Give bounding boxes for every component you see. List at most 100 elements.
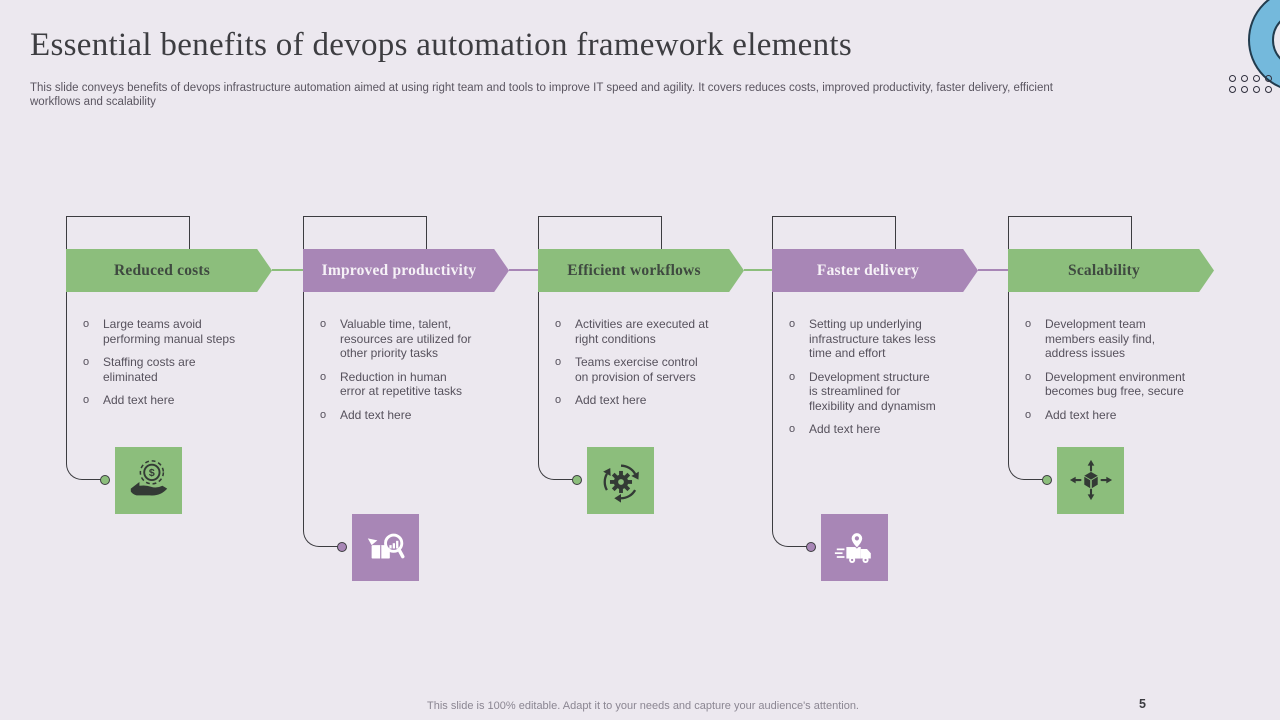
bullet-item: o Development environment becomes bug fre… [1025, 370, 1190, 399]
bullet-list: o Valuable time, talent, resources are ut… [320, 317, 472, 422]
bullet-marker: o [555, 394, 562, 406]
bullet-marker: o [320, 370, 327, 383]
header-label: Scalability [1068, 261, 1140, 279]
bullet-item: o Teams exercise control on provision of … [555, 355, 710, 384]
decor-dot-icon [1229, 86, 1236, 93]
page-subtitle: This slide conveys benefits of devops in… [30, 82, 1053, 108]
outline-hook [303, 216, 427, 249]
gear-cycle-icon [587, 447, 654, 514]
bullet-marker: o [320, 318, 327, 330]
bullet-marker: o [83, 394, 90, 406]
column-faster-delivery: Faster delivery o Setting up underlying in… [772, 0, 1012, 720]
bullet-text: Add text here [575, 393, 647, 407]
bullet-marker: o [1025, 408, 1032, 421]
page-title: Essential benefits of devops automation … [30, 27, 852, 63]
bullet-text: Activities are executed at right conditi… [575, 317, 709, 346]
outline-hook [66, 216, 190, 249]
bullet-marker: o [83, 318, 90, 330]
bullet-text: Large teams avoid performing manual step… [103, 317, 236, 346]
delivery-truck-icon [821, 514, 888, 581]
bullet-marker: o [555, 356, 562, 368]
decor-dot-icon [1253, 75, 1260, 82]
bullet-item: o Development team members easily find, a… [1025, 317, 1190, 361]
bullet-list: o Development team members easily find, a… [1025, 317, 1190, 422]
bullet-item: o Activities are executed at right condit… [555, 317, 710, 346]
connector-line [772, 216, 809, 547]
decor-dot-icon [1265, 86, 1272, 93]
column-improved-productivity: Improved productivity o Valuable time, tal… [303, 0, 543, 720]
hand-dollar-icon: $ [115, 447, 182, 514]
bullet-marker: o [555, 318, 562, 330]
decor-dot-icon [1253, 86, 1260, 93]
bullet-item: o Large teams avoid performing manual ste… [83, 317, 243, 346]
bullet-item: o Add text here [320, 408, 472, 423]
column-scalability: Scalability o Development team members eas… [1008, 0, 1248, 720]
bullet-text: Add text here [340, 407, 412, 422]
header-arrow-improved-productivity: Improved productivity [303, 249, 509, 292]
connector-dot [571, 474, 582, 485]
bullet-marker: o [789, 370, 796, 383]
bullet-item: o Valuable time, talent, resources are ut… [320, 317, 472, 361]
bullet-item: o Development structure is streamlined fo… [789, 370, 937, 414]
box-analysis-icon [352, 514, 419, 581]
bullet-text: Teams exercise control on provision of s… [575, 355, 698, 384]
header-arrow-scalability: Scalability [1008, 249, 1214, 292]
bullet-text: Development team members easily find, ad… [1045, 317, 1156, 360]
column-efficient-workflows: Efficient workflows o Activities are execu… [538, 0, 778, 720]
bullet-marker: o [320, 408, 327, 421]
bullet-text: Development environment becomes bug free… [1045, 369, 1186, 399]
outline-hook [1008, 216, 1132, 249]
connector-line [303, 216, 340, 547]
footer-note: This slide is 100% editable. Adapt it to… [427, 700, 859, 712]
connector-dot [805, 541, 816, 552]
bullet-marker: o [1025, 370, 1032, 383]
outline-hook [772, 216, 896, 249]
bullet-list: o Large teams avoid performing manual ste… [83, 317, 243, 408]
bullet-list: o Activities are executed at right condit… [555, 317, 710, 408]
svg-text:$: $ [148, 467, 154, 479]
bullet-text: Add text here [1045, 407, 1117, 422]
bullet-marker: o [1025, 318, 1032, 330]
decor-dot-icon [1229, 75, 1236, 82]
bullet-text: Reduction in human error at repetitive t… [340, 369, 463, 399]
connector-dot [1041, 474, 1052, 485]
bullet-item: o Add text here [1025, 408, 1190, 423]
decor-dot-icon [1241, 75, 1248, 82]
bullet-item: o Add text here [555, 393, 710, 408]
bullet-text: Setting up underlying infrastructure tak… [809, 317, 936, 360]
connector-dot [99, 474, 110, 485]
bullet-text: Add text here [809, 422, 881, 436]
outline-hook [538, 216, 662, 249]
connector-line [1008, 216, 1045, 480]
bullet-marker: o [789, 318, 796, 330]
connector-dot [336, 541, 347, 552]
arrow-tail-line [272, 269, 303, 271]
bullet-item: o Reduction in human error at repetitive … [320, 370, 472, 399]
header-arrow-reduced-costs: Reduced costs [66, 249, 272, 292]
bullet-marker: o [83, 356, 90, 368]
header-label: Efficient workflows [567, 261, 701, 279]
bullet-text: Valuable time, talent, resources are uti… [340, 317, 472, 360]
header-label: Faster delivery [816, 261, 920, 279]
decor-donut-icon [1248, 0, 1280, 88]
bullet-text: Development structure is streamlined for… [809, 369, 936, 413]
arrow-tail-line [978, 269, 1008, 271]
bullet-item: o Add text here [83, 393, 243, 408]
bullet-list: o Setting up underlying infrastructure ta… [789, 317, 937, 437]
decor-dot-icon [1241, 86, 1248, 93]
bullet-text: Staffing costs are eliminated [103, 355, 196, 384]
column-reduced-costs: Reduced costs o Large teams avoid performi… [66, 0, 306, 720]
header-arrow-efficient-workflows: Efficient workflows [538, 249, 744, 292]
header-label: Reduced costs [113, 261, 211, 279]
connector-line [66, 216, 103, 480]
bullet-item: o Setting up underlying infrastructure ta… [789, 317, 937, 361]
bullet-text: Add text here [103, 393, 175, 407]
page-number: 5 [1139, 697, 1146, 711]
decor-dots [1229, 75, 1277, 97]
header-arrow-faster-delivery: Faster delivery [772, 249, 978, 292]
connector-line [538, 216, 575, 480]
arrow-tail-line [744, 269, 772, 271]
header-label: Improved productivity [321, 261, 477, 279]
